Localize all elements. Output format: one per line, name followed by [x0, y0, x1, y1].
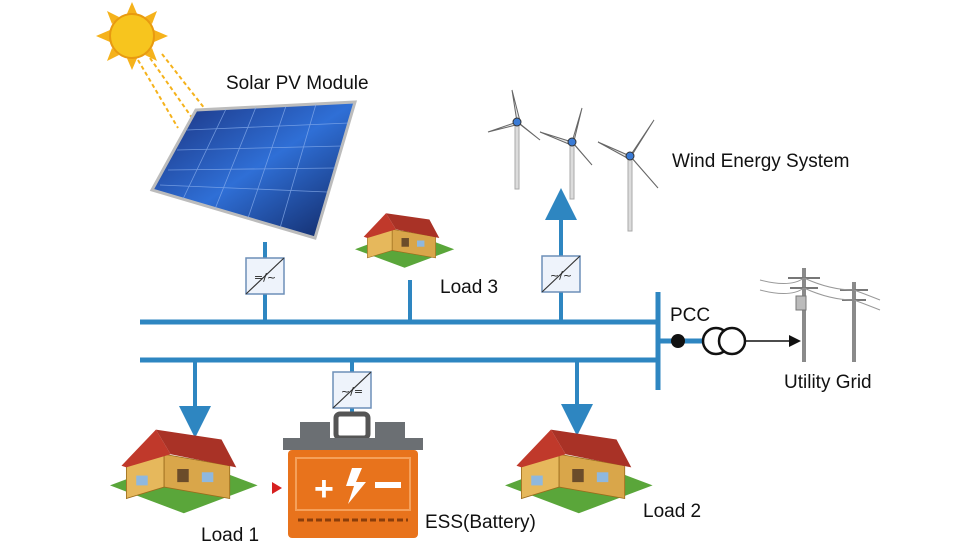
- sun-icon: [96, 2, 213, 129]
- pcc-label: PCC: [670, 305, 710, 326]
- load3-label: Load 3: [440, 277, 498, 298]
- converter-battery-label: ~/=: [341, 385, 363, 398]
- wind-label: Wind Energy System: [672, 151, 849, 172]
- house-icon-load3: [355, 213, 455, 268]
- battery-icon: +: [272, 411, 423, 538]
- bus-lines: [140, 292, 702, 390]
- load2-label: Load 2: [643, 501, 701, 522]
- converter-wind-label: ~/~: [550, 269, 572, 282]
- wind-turbine-icon: [487, 89, 659, 232]
- solar-label: Solar PV Module: [226, 73, 369, 94]
- converter-battery: ~/=: [332, 371, 372, 409]
- house-icon-load2: [505, 429, 653, 514]
- converter-solar-label: =/~: [254, 271, 276, 284]
- transformer-icon: [671, 326, 801, 356]
- grid-label: Utility Grid: [784, 372, 872, 393]
- svg-text:+: +: [314, 470, 334, 508]
- converter-solar: =/~: [245, 257, 285, 295]
- ess-label: ESS(Battery): [425, 512, 536, 533]
- house-icon-load1: [110, 429, 258, 514]
- power-pole-icon: [759, 268, 881, 362]
- solar-panel-icon: [149, 100, 358, 240]
- load1-label: Load 1: [201, 525, 259, 546]
- converter-wind: ~/~: [541, 255, 581, 293]
